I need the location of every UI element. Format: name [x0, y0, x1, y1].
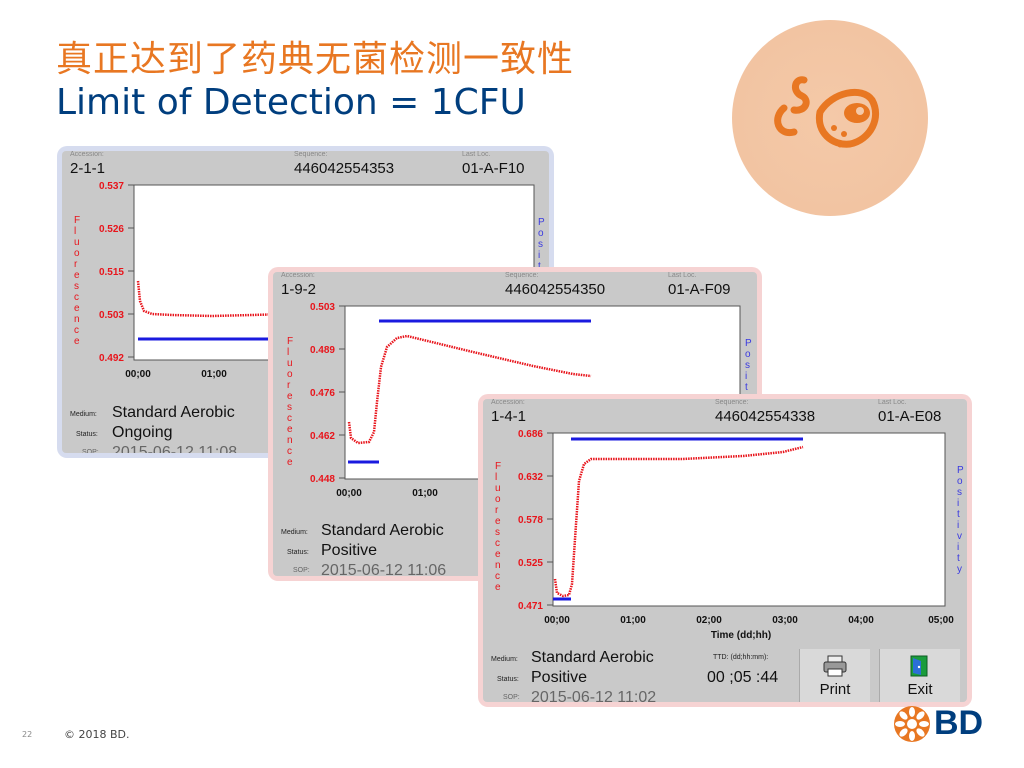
x-tick-label: 01;00	[412, 488, 438, 499]
sop-value: 2015-06-12 11:08	[112, 444, 238, 453]
status-value: Positive	[531, 669, 588, 686]
y-tick-label: 0.462	[310, 431, 335, 442]
y-tick-label: 0.578	[518, 515, 543, 526]
y-tick-label: 0.515	[99, 267, 124, 278]
lastloc-caption: Last Loc.	[878, 399, 907, 406]
y-tick-label: 0.503	[99, 310, 124, 321]
instrument-window-3: Accession: Sequence: Last Loc. 1-4-1 446…	[478, 394, 972, 707]
instrument-screen-3: Accession: Sequence: Last Loc. 1-4-1 446…	[483, 399, 967, 702]
copyright: © 2018 BD.	[64, 728, 130, 741]
y-tick-label: 0.471	[518, 601, 543, 612]
y-tick-label: 0.489	[310, 345, 335, 356]
bacterium-icon	[774, 76, 880, 148]
right-axis-label: Posit	[538, 217, 545, 272]
status-caption: Status:	[76, 431, 98, 438]
sequence-value: 446042554350	[505, 281, 606, 298]
page-number: 22	[22, 730, 33, 739]
sop-value: 2015-06-12 11:02	[531, 689, 657, 702]
medium-caption: Medium:	[491, 656, 518, 663]
x-tick-label: 05;00	[928, 615, 954, 626]
accession-caption: Accession:	[281, 272, 315, 279]
medium-value: Standard Aerobic	[321, 522, 444, 539]
lastloc-caption: Last Loc.	[462, 151, 491, 158]
sequence-value: 446042554353	[294, 160, 395, 177]
sop-value: 2015-06-12 11:06	[321, 562, 447, 576]
x-tick-label: 00;00	[125, 369, 151, 380]
y-tick-label: 0.526	[99, 224, 124, 235]
sequence-caption: Sequence:	[294, 151, 328, 158]
x-tick-label: 03;00	[772, 615, 798, 626]
sequence-caption: Sequence:	[505, 272, 539, 279]
status-caption: Status:	[497, 676, 519, 683]
slide-title-chinese: 真正达到了药典无菌检测一致性	[56, 39, 575, 80]
medium-caption: Medium:	[281, 529, 308, 536]
bd-sun-logo-icon	[894, 706, 930, 742]
x-tick-label: 04;00	[848, 615, 874, 626]
slide-title-english: Limit of Detection = 1CFU	[56, 82, 526, 123]
fluorescence-curve	[347, 334, 592, 445]
status-caption: Status:	[287, 549, 309, 556]
bd-logo-text: BD	[934, 704, 984, 742]
x-tick-label: 00;00	[336, 488, 362, 499]
sop-caption: SOP:	[293, 567, 310, 574]
accession-caption: Accession:	[491, 399, 525, 406]
accession-caption: Accession:	[70, 151, 104, 158]
y-tick-label: 0.448	[310, 474, 335, 485]
lastloc-caption: Last Loc.	[668, 272, 697, 279]
accession-value: 1-4-1	[491, 408, 527, 425]
accession-value: 1-9-2	[281, 281, 317, 298]
location-value: 01-A-F10	[462, 160, 525, 177]
bacterium-badge	[732, 20, 928, 216]
medium-value: Standard Aerobic	[112, 404, 235, 421]
y-tick-label: 0.525	[518, 558, 543, 569]
exit-door-icon	[910, 655, 928, 677]
medium-value: Standard Aerobic	[531, 649, 654, 666]
accession-value: 2-1-1	[70, 160, 106, 177]
exit-button[interactable]: Exit	[879, 649, 960, 702]
print-label: Print	[819, 681, 851, 698]
y-tick-label: 0.537	[99, 181, 124, 192]
x-tick-label: 01;00	[620, 615, 646, 626]
sequence-value: 446042554338	[715, 408, 816, 425]
printer-icon	[823, 655, 847, 677]
sop-caption: SOP:	[503, 694, 520, 701]
print-button[interactable]: Print	[799, 649, 870, 702]
fluorescence-curve	[553, 445, 804, 598]
location-value: 01-A-F09	[668, 281, 731, 298]
location-value: 01-A-E08	[878, 408, 942, 425]
sequence-caption: Sequence:	[715, 399, 749, 406]
status-value: Ongoing	[112, 424, 173, 441]
ttd-caption: TTD: (dd;hh:mm):	[713, 654, 769, 661]
medium-caption: Medium:	[70, 411, 97, 418]
y-tick-label: 0.686	[518, 429, 543, 440]
ttd-value: 00 ;05 :44	[707, 669, 779, 686]
x-tick-label: 00;00	[544, 615, 570, 626]
sop-caption: SOP:	[82, 449, 99, 453]
status-value: Positive	[321, 542, 378, 559]
plot-area	[552, 432, 946, 607]
fluorescence-curve	[136, 280, 288, 318]
y-tick-label: 0.632	[518, 472, 543, 483]
y-tick-label: 0.476	[310, 388, 335, 399]
y-tick-label: 0.492	[99, 353, 124, 364]
exit-label: Exit	[907, 681, 933, 698]
y-tick-label: 0.503	[310, 302, 335, 313]
x-axis-label: Time (dd;hh)	[711, 630, 771, 641]
x-tick-label: 01;00	[201, 369, 227, 380]
x-tick-label: 02;00	[696, 615, 722, 626]
